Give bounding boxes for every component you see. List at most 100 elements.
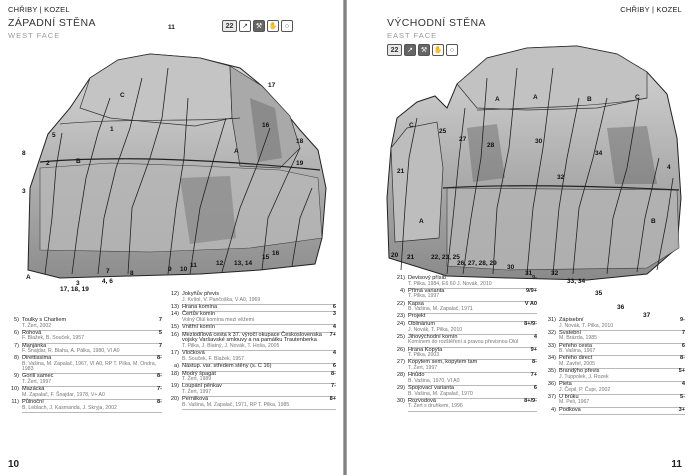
- diagram-label: B: [651, 218, 656, 225]
- diagram-label: B: [76, 158, 81, 165]
- route-name: Rozvodová: [408, 397, 436, 404]
- route-name: Peřeho direct: [559, 355, 593, 362]
- route-first-ascent: J. Novák, T. Pilka, 2010: [408, 326, 463, 333]
- route-grade: 8-: [157, 373, 162, 380]
- route-details: Meziodílová cesta k 37. výročí okupace Č…: [182, 332, 336, 352]
- route-grade: 6: [681, 342, 685, 349]
- route-number: 30): [396, 397, 405, 404]
- page-number: 11: [671, 459, 682, 470]
- route-number: 25): [396, 333, 405, 340]
- route-name: Přímá varianta: [408, 287, 445, 294]
- diagram-label: 32: [551, 270, 559, 277]
- route-first-ascent: T. Žert, 1997: [22, 378, 52, 385]
- route-first-ascent: M. Zapalač, F. Šnajdar, 1978, V+ A0: [22, 391, 105, 398]
- route-grade: 7-: [331, 383, 336, 390]
- face-subtitle: EAST FACE: [387, 31, 438, 40]
- route-lines: [44, 67, 313, 275]
- route-line: Meziodílová cesta k 37. výročí okupace Č…: [182, 332, 336, 344]
- route-first-ascent: M. Brázda, 1985: [559, 335, 598, 342]
- route-first-ascent: J. Novák, T. Pilka, 2010: [559, 322, 614, 329]
- diagram-label: C: [120, 92, 125, 99]
- route-number: 18): [170, 370, 179, 377]
- route-first-ascent: B. Vašina, M. Zapalač, 1970: [408, 390, 473, 397]
- diagram-label: 36: [617, 304, 625, 311]
- route-number: 6): [14, 329, 19, 336]
- ledge-line: [442, 185, 680, 191]
- route-lines: [400, 67, 674, 275]
- route-first-ascent: T. Pilka, 2003: [408, 352, 440, 359]
- diagram-label: 31: [525, 270, 533, 277]
- diagram-label: 8: [22, 150, 26, 157]
- diagram-label: 12: [216, 260, 224, 267]
- hand-icon: ✋: [267, 20, 279, 32]
- boot-icon: ↗: [239, 20, 251, 32]
- face-title: ZÁPADNÍ STĚNA: [8, 17, 96, 29]
- route-details: Nástup. var. středem stěny (s. C 16)6: [182, 363, 336, 372]
- route-number: 20): [170, 396, 179, 403]
- diagram-label: 25: [439, 128, 447, 135]
- route-grade: 7: [681, 329, 685, 336]
- route-first-ascent: B. Leblach, J. Kasmanda, J. Skryja, 2002: [22, 404, 117, 411]
- route-details: Gorilí samec 8- T. Žert, 1997: [22, 374, 162, 388]
- diagram-label: 9: [168, 266, 172, 273]
- route-first-ascent: B. Vašina, M. Zapalač, 1971, RP T. Pilka…: [182, 401, 290, 408]
- route-name: Gorilí samec: [22, 373, 54, 380]
- diagram-label: B: [587, 96, 592, 103]
- route-line: Gorilí samec 8-: [22, 374, 162, 380]
- route-first-ascent: T. Žert, 2002: [22, 322, 52, 329]
- route-grade: 3: [332, 311, 336, 318]
- route-grade: 4: [332, 324, 336, 331]
- diagram-label: 32: [557, 174, 565, 181]
- route-number: 7): [14, 342, 19, 349]
- route-number: 21): [396, 275, 405, 281]
- diagram-label: 10: [180, 266, 188, 273]
- diagram-label: A: [495, 96, 500, 103]
- route-line: Jokyňův převis: [182, 291, 336, 298]
- route-name: Oblinárium: [408, 320, 436, 327]
- right-page: CHŘIBY | KOZEL VÝCHODNÍ STĚNA EAST FACE …: [347, 0, 690, 475]
- left-page: CHŘIBY | KOZEL ZÁPADNÍ STĚNA WEST FACE 2…: [0, 0, 343, 475]
- route-number: 33): [547, 342, 556, 349]
- route-number: 29): [396, 384, 405, 391]
- diagram-label: 37: [643, 312, 651, 319]
- route-name: Vločková: [182, 350, 205, 357]
- face-subtitle: WEST FACE: [8, 31, 61, 40]
- pick-icon: ⚒: [253, 20, 265, 32]
- diagram-label: 30: [535, 138, 543, 145]
- route-name: Spojovací varianta: [408, 384, 455, 391]
- route-number: 37): [547, 393, 556, 400]
- route-number: 22): [396, 300, 405, 307]
- route-first-ascent: B. Vašina, M. Zapalač, 1967, VI A0, RP T…: [22, 360, 157, 373]
- route-grade: V A0: [524, 300, 537, 307]
